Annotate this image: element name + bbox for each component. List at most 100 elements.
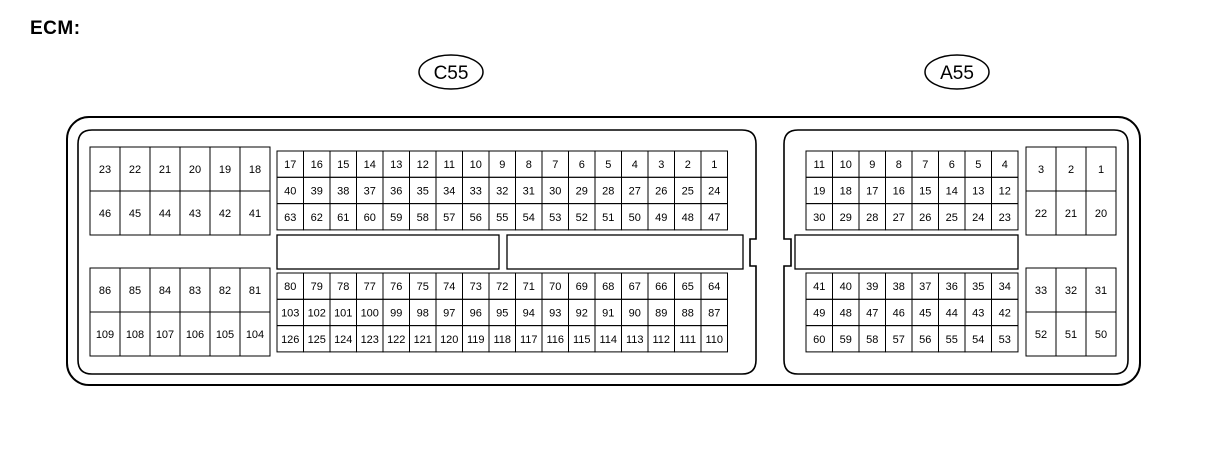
c55-main-lower-pin-number: 112 xyxy=(652,334,670,346)
a55-right-upper-pin-number: 22 xyxy=(1035,208,1047,220)
c55-main-lower-pin-number: 114 xyxy=(599,334,617,346)
c55-main-upper-pin-number: 2 xyxy=(685,159,691,171)
c55-main-upper-pin-number: 16 xyxy=(311,159,323,171)
c55-main-upper-pin-number: 52 xyxy=(576,212,588,224)
c55-main-upper-pin-number: 48 xyxy=(682,212,694,224)
c55-latch-slot-right xyxy=(506,234,744,270)
c55-main-lower-pin-cell xyxy=(700,325,728,353)
c55-main-lower-pin-number: 67 xyxy=(629,281,641,293)
c55-main-lower-pin-number: 117 xyxy=(520,334,538,346)
c55-left-lower-pin-number: 107 xyxy=(156,329,174,341)
c55-main-upper-pin-number: 60 xyxy=(364,212,376,224)
c55-main-lower-pin-number: 90 xyxy=(629,307,641,319)
c55-main-lower-pin-number: 89 xyxy=(655,307,667,319)
a55-main-upper-pin-number: 15 xyxy=(919,185,931,197)
c55-main-lower-pin-number: 73 xyxy=(470,281,482,293)
c55-main-upper-pin-number: 32 xyxy=(496,185,508,197)
c55-left-upper-pin-number: 41 xyxy=(249,208,261,220)
c55-main-lower-pin-number: 101 xyxy=(334,307,352,319)
a55-right-upper-pin-number: 20 xyxy=(1095,208,1107,220)
c55-left-upper-pin-number: 21 xyxy=(159,164,171,176)
a55-main-upper-pin-number: 12 xyxy=(999,185,1011,197)
a55-main-lower-pin-number: 57 xyxy=(893,334,905,346)
c55-main-upper-pin-number: 12 xyxy=(417,159,429,171)
a55-main-upper-pin-number: 19 xyxy=(813,185,825,197)
c55-main-upper-pin-number: 1 xyxy=(711,159,717,171)
c55-main-upper-pin-number: 51 xyxy=(602,212,614,224)
c55-main-lower-pin-number: 68 xyxy=(602,281,614,293)
c55-main-upper-pin-number: 38 xyxy=(337,185,349,197)
c55-main-upper-pin-number: 13 xyxy=(390,159,402,171)
c55-main-upper-pin-number: 24 xyxy=(708,185,720,197)
c55-main-lower-pin-number: 94 xyxy=(523,307,535,319)
a55-main-lower-pin-number: 46 xyxy=(893,307,905,319)
a55-main-lower-pin-number: 49 xyxy=(813,307,825,319)
c55-main-upper-pin-number: 56 xyxy=(470,212,482,224)
c55-main-upper-pin-number: 5 xyxy=(605,159,611,171)
c55-main-upper-pin-number: 14 xyxy=(364,159,376,171)
c55-main-upper-pin-number: 47 xyxy=(708,212,720,224)
c55-main-lower-pin-number: 115 xyxy=(573,334,591,346)
a55-main-upper-pin-number: 5 xyxy=(975,159,981,171)
c55-label-text: C55 xyxy=(434,63,469,84)
c55-left-upper-pin-number: 22 xyxy=(129,164,141,176)
a55-right-lower-pin-cell xyxy=(1085,311,1117,357)
c55-left-lower-pin-number: 84 xyxy=(159,285,171,297)
c55-main-lower-pin-number: 124 xyxy=(334,334,352,346)
a55-main-lower-pin-number: 41 xyxy=(813,281,825,293)
a55-main-upper-pin-number: 10 xyxy=(840,159,852,171)
a55-main-lower-pin-number: 35 xyxy=(972,281,984,293)
a55-main-lower-pin-number: 45 xyxy=(919,307,931,319)
a55-right-lower-pin-number: 31 xyxy=(1095,285,1107,297)
a55-main-upper-pin-number: 4 xyxy=(1002,159,1008,171)
c55-main-lower-pin-number: 69 xyxy=(576,281,588,293)
c55-left-upper-pin-number: 45 xyxy=(129,208,141,220)
a55-main-lower-pin-number: 37 xyxy=(919,281,931,293)
c55-left-lower-pin-number: 105 xyxy=(216,329,234,341)
c55-main-lower-pin-number: 97 xyxy=(443,307,455,319)
c55-main-lower-pin-number: 125 xyxy=(308,334,326,346)
a55-right-upper-pin-number: 21 xyxy=(1065,208,1077,220)
c55-main-upper-pin-number: 40 xyxy=(284,185,296,197)
a55-right-upper-pin-number: 2 xyxy=(1068,164,1074,176)
c55-main-upper-pin-number: 7 xyxy=(552,159,558,171)
c55-main-lower-pin-number: 87 xyxy=(708,307,720,319)
c55-main-lower-pin-number: 100 xyxy=(361,307,379,319)
c55-main-lower-pin-number: 96 xyxy=(470,307,482,319)
c55-left-lower-pin-number: 85 xyxy=(129,285,141,297)
c55-main-upper-pin-number: 55 xyxy=(496,212,508,224)
c55-left-lower-pin-number: 106 xyxy=(186,329,204,341)
a55-main-lower-pin-number: 53 xyxy=(999,334,1011,346)
c55-main-lower-pin-number: 74 xyxy=(443,281,455,293)
c55-left-lower-pin-number: 109 xyxy=(96,329,114,341)
a55-main-lower-pin-number: 34 xyxy=(999,281,1011,293)
c55-main-upper-pin-number: 26 xyxy=(655,185,667,197)
a55-main-upper-pin-number: 7 xyxy=(922,159,928,171)
c55-main-upper-pin-number: 35 xyxy=(417,185,429,197)
c55-main-upper-pin-number: 8 xyxy=(526,159,532,171)
a55-main-lower-pin-number: 40 xyxy=(840,281,852,293)
c55-main-upper-pin-number: 58 xyxy=(417,212,429,224)
c55-main-upper-pin-number: 49 xyxy=(655,212,667,224)
c55-main-lower-pin-number: 88 xyxy=(682,307,694,319)
c55-main-upper-pin-number: 33 xyxy=(470,185,482,197)
c55-main-upper-pin-number: 50 xyxy=(629,212,641,224)
c55-left-upper-pin-number: 23 xyxy=(99,164,111,176)
c55-main-lower-pin-number: 116 xyxy=(546,334,564,346)
c55-main-upper-pin-number: 63 xyxy=(284,212,296,224)
c55-left-lower-pin-number: 86 xyxy=(99,285,111,297)
a55-right-lower-pin-number: 51 xyxy=(1065,329,1077,341)
a55-main-upper-pin-number: 27 xyxy=(893,212,905,224)
c55-main-lower-pin-number: 70 xyxy=(549,281,561,293)
c55-main-upper-pin-number: 27 xyxy=(629,185,641,197)
c55-main-upper-pin-number: 31 xyxy=(523,185,535,197)
c55-main-upper-pin-number: 34 xyxy=(443,185,455,197)
c55-connector-label: C55 xyxy=(418,54,484,90)
c55-main-lower-pin-number: 65 xyxy=(682,281,694,293)
c55-main-upper-pin-number: 17 xyxy=(284,159,296,171)
